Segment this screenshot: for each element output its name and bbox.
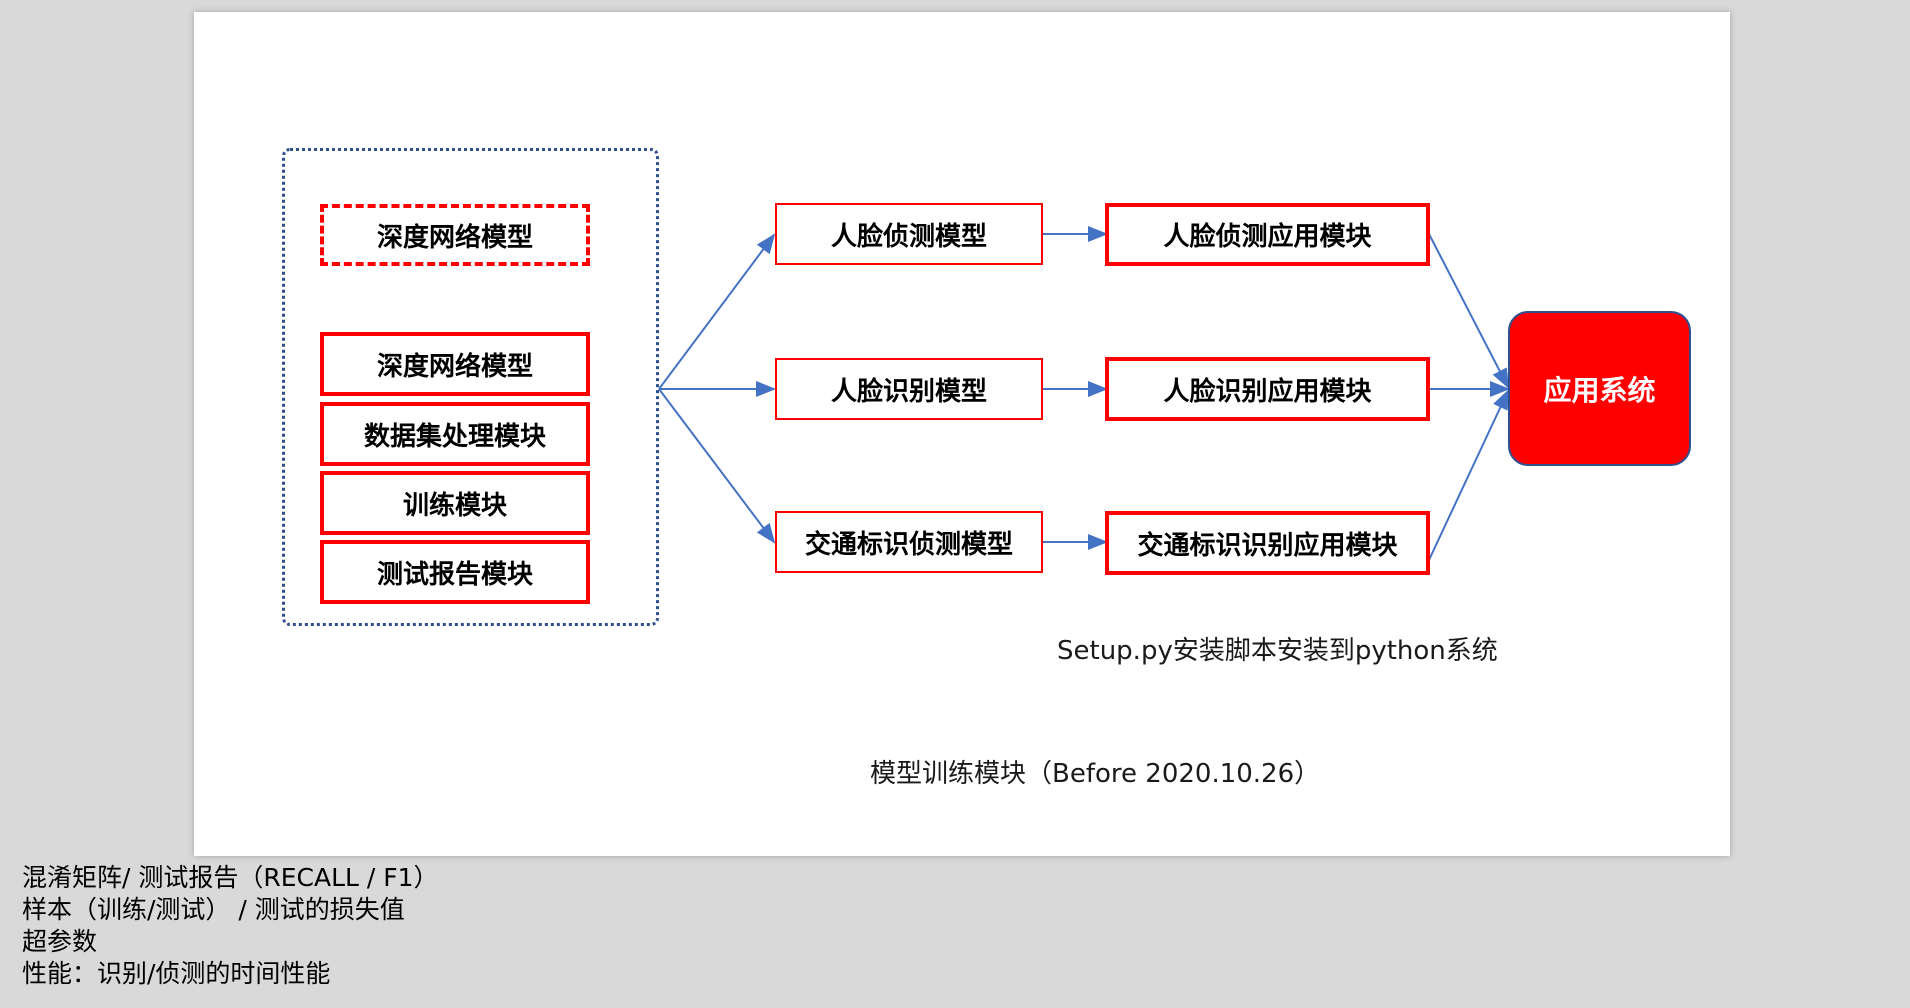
face-recognition-model-label: 人脸识别模型: [830, 376, 987, 407]
face-detect-model-label: 人脸侦测模型: [830, 221, 987, 252]
group-header-label: 深度网络模型: [376, 222, 533, 253]
traffic-sign-app-box: 交通标识识别应用模块: [1105, 511, 1430, 575]
note-line: 样本（训练/测试） / 测试的损失值: [22, 895, 405, 924]
arrow-to-traffic-sign-model: [658, 388, 776, 544]
application-system-label: 应用系统: [1543, 373, 1656, 407]
application-system-box: 应用系统: [1508, 311, 1691, 466]
arrow-face-detect-app-to-system: [1428, 233, 1509, 389]
face-detect-model-box: 人脸侦测模型: [775, 203, 1043, 265]
note-line: 混淆矩阵/ 测试报告（RECALL / F1）: [22, 863, 439, 892]
test-report-label: 测试报告模块: [376, 559, 533, 590]
arrow-to-face-detect-model: [658, 233, 776, 390]
connector-lines: [658, 226, 1510, 561]
traffic-sign-model-label: 交通标识侦测模型: [804, 529, 1013, 560]
diagram-title: 模型训练模块（Before 2020.10.26）: [870, 759, 1321, 789]
test-report-box: 测试报告模块: [320, 540, 590, 604]
face-recognition-app-box: 人脸识别应用模块: [1105, 357, 1430, 421]
dataset-processing-label: 数据集处理模块: [363, 421, 546, 452]
speaker-notes: 混淆矩阵/ 测试报告（RECALL / F1） 样本（训练/测试） / 测试的损…: [22, 862, 439, 990]
face-recognition-model-box: 人脸识别模型: [775, 358, 1043, 420]
face-detect-app-box: 人脸侦测应用模块: [1105, 203, 1430, 266]
training-module-label: 训练模块: [402, 490, 507, 521]
face-recognition-app-label: 人脸识别应用模块: [1163, 376, 1372, 407]
note-line: 超参数: [22, 927, 98, 956]
note-line: 性能：识别/侦测的时间性能: [22, 959, 331, 988]
group-header-box: 深度网络模型: [320, 204, 590, 266]
traffic-sign-app-label: 交通标识识别应用模块: [1137, 530, 1398, 561]
deep-network-model-label: 深度网络模型: [376, 351, 533, 382]
arrow-traffic-sign-app-to-system: [1428, 389, 1509, 561]
setup-note: Setup.py安装脚本安装到python系统: [1057, 636, 1498, 666]
deep-network-group: [282, 148, 659, 626]
face-detect-app-label: 人脸侦测应用模块: [1163, 222, 1372, 252]
deep-network-model-box: 深度网络模型: [320, 332, 590, 396]
traffic-sign-model-box: 交通标识侦测模型: [775, 511, 1043, 573]
dataset-processing-box: 数据集处理模块: [320, 402, 590, 466]
training-module-box: 训练模块: [320, 471, 590, 535]
slide: 深度网络模型 深度网络模型 数据集处理模块 训练模块 测试报告模块 人脸侦测模型…: [194, 12, 1730, 856]
